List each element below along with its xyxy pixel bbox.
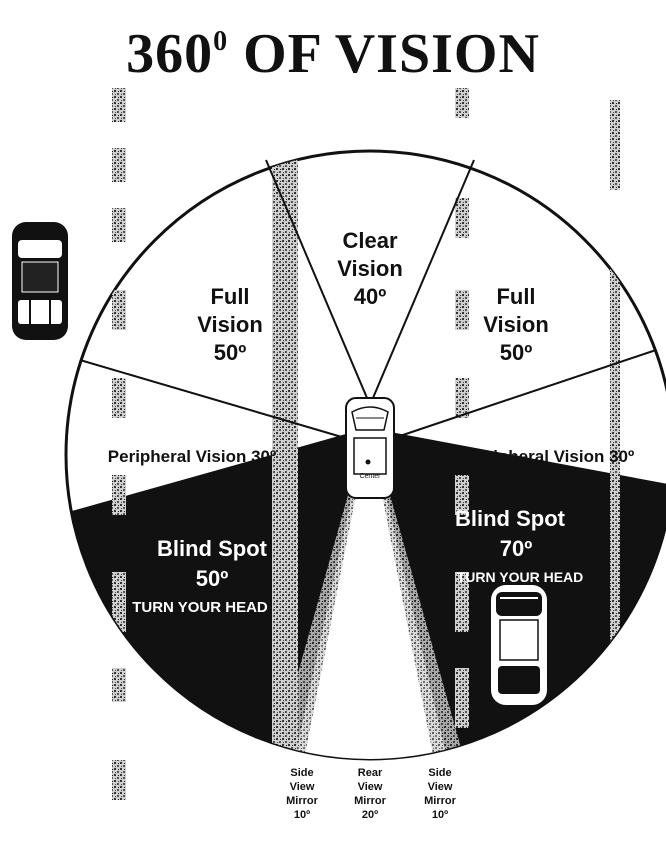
full-vision-left-degrees: 50º	[214, 340, 247, 365]
car-blind-spot-icon	[492, 586, 546, 704]
svg-text:Mirror: Mirror	[424, 795, 457, 807]
svg-text:Mirror: Mirror	[286, 795, 319, 807]
svg-text:Side: Side	[290, 767, 313, 779]
peripheral-vision-right-label: Peripheral Vision 30º	[466, 447, 634, 466]
svg-text:Mirror: Mirror	[354, 795, 387, 807]
peripheral-vision-left-label: Peripheral Vision 30º	[108, 447, 276, 466]
rear-mirror-label: Rear View Mirror 20º	[354, 767, 387, 821]
clear-vision-label-2: Vision	[337, 256, 403, 281]
full-vision-right-label-2: Vision	[483, 312, 549, 337]
svg-text:View: View	[290, 781, 315, 793]
full-vision-right-label: Full	[496, 284, 535, 309]
svg-text:20º: 20º	[362, 809, 378, 821]
right-mirror-label: Side View Mirror 10º	[424, 767, 457, 821]
lane-markings-center	[455, 88, 469, 118]
blind-spot-left-label: Blind Spot	[157, 536, 268, 561]
lane-markings-right	[610, 100, 620, 190]
svg-text:Rear: Rear	[358, 767, 383, 779]
full-vision-left-label-2: Vision	[197, 312, 263, 337]
clear-vision-label: Clear	[342, 228, 397, 253]
svg-text:10º: 10º	[432, 809, 448, 821]
blind-spot-right-label: Blind Spot	[455, 506, 566, 531]
blind-spot-right-degrees: 70º	[500, 536, 533, 561]
svg-text:10º: 10º	[294, 809, 310, 821]
svg-text:View: View	[358, 781, 383, 793]
car-left-icon	[12, 222, 68, 340]
clear-vision-degrees: 40º	[354, 284, 387, 309]
center-car: Center	[346, 398, 394, 498]
blind-spot-left-degrees: 50º	[196, 566, 229, 591]
full-vision-right-degrees: 50º	[500, 340, 533, 365]
blind-spot-left-instruction: TURN YOUR HEAD	[132, 599, 268, 616]
center-label: Center	[359, 473, 381, 480]
svg-text:Side: Side	[428, 767, 451, 779]
left-mirror-label: Side View Mirror 10º	[286, 767, 319, 821]
blind-spot-right-instruction: TURN YOUR HEAD	[457, 569, 584, 585]
svg-text:View: View	[428, 781, 453, 793]
full-vision-left-label: Full	[210, 284, 249, 309]
